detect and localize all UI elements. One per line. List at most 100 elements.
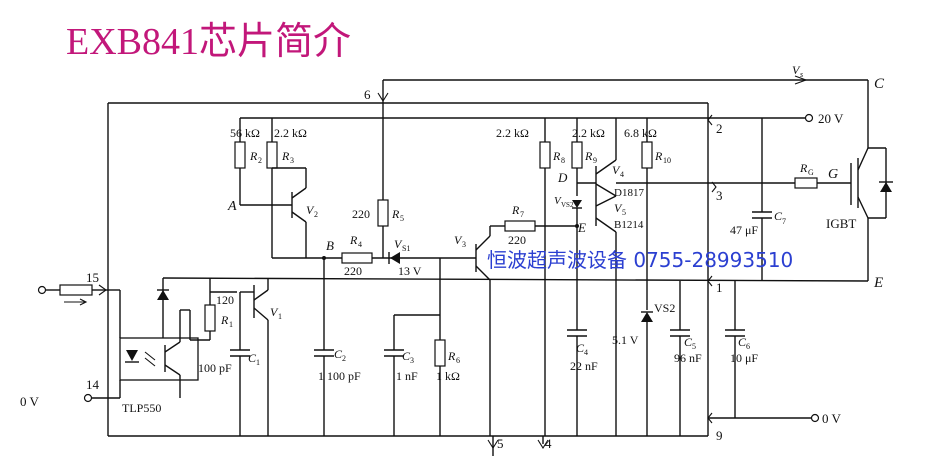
svg-text:220: 220 <box>508 233 526 247</box>
svg-text:R: R <box>511 203 520 217</box>
svg-text:R: R <box>584 149 593 163</box>
node-e: E <box>577 220 586 235</box>
svg-text:4: 4 <box>620 170 624 179</box>
svg-text:120: 120 <box>216 293 234 307</box>
watermark: 恒波超声波设备 0755-28993510 <box>487 248 794 272</box>
svg-text:1: 1 <box>256 358 260 367</box>
svg-text:C: C <box>248 351 257 365</box>
svg-text:22 nF: 22 nF <box>570 359 598 373</box>
svg-text:7: 7 <box>520 210 524 219</box>
svg-text:220: 220 <box>344 264 362 278</box>
svg-text:R: R <box>281 149 290 163</box>
svg-text:D1817: D1817 <box>614 187 644 199</box>
svg-text:C: C <box>334 347 343 361</box>
c7-value: 47 μF <box>730 223 758 237</box>
svg-text:6.8 kΩ: 6.8 kΩ <box>624 126 657 140</box>
diode-d: D V VS2 <box>554 170 582 226</box>
capacitor-c1: C 1 100 pF <box>198 292 260 436</box>
collector-label: C <box>874 76 885 92</box>
vs-sub: s <box>800 70 803 79</box>
svg-text:R: R <box>349 233 358 247</box>
svg-text:V: V <box>270 305 279 319</box>
pin-14: 14 <box>86 377 100 392</box>
svg-text:220: 220 <box>352 207 370 221</box>
svg-text:C: C <box>738 335 747 349</box>
input-diode <box>157 278 169 338</box>
resistor-r10: 6.8 kΩ R 10 <box>624 118 671 281</box>
svg-text:5: 5 <box>622 208 626 217</box>
rail-20v: 20 V <box>708 111 844 126</box>
chip-boundary <box>107 102 709 437</box>
svg-text:R: R <box>249 149 258 163</box>
svg-text:V: V <box>306 203 315 217</box>
pin-5: 5 <box>497 436 504 451</box>
svg-text:2.2 kΩ: 2.2 kΩ <box>274 126 307 140</box>
supply-20v: 20 V <box>818 111 844 126</box>
pin-1: 1 <box>716 280 723 295</box>
svg-text:9: 9 <box>593 156 597 165</box>
svg-text:2.2 kΩ: 2.2 kΩ <box>572 126 605 140</box>
svg-text:5: 5 <box>400 214 404 223</box>
svg-text:2: 2 <box>258 156 262 165</box>
capacitor-c6: C 6 10 μF <box>725 281 758 418</box>
svg-text:1 kΩ: 1 kΩ <box>436 369 460 383</box>
optocoupler-tlp550: TLP550 <box>119 310 199 415</box>
zener-vs1: V S1 13 V <box>388 237 440 278</box>
pin-4: 4 <box>545 436 552 451</box>
gate-drive: R G G <box>616 161 851 189</box>
svg-text:4: 4 <box>584 348 588 357</box>
resistor-r5: 220 R 5 <box>352 103 404 258</box>
node-d: D <box>557 170 568 185</box>
svg-text:R: R <box>799 161 808 175</box>
transistor-v3: V 3 <box>440 226 491 436</box>
optocoupler-label: TLP550 <box>122 401 161 415</box>
svg-text:100 pF: 100 pF <box>198 361 232 375</box>
svg-text:8: 8 <box>561 156 565 165</box>
supply-0v-right: 0 V <box>822 411 842 426</box>
rail-0v-right: 0 V <box>708 411 842 426</box>
pin-15: 15 <box>86 270 99 285</box>
svg-text:5.1 V: 5.1 V <box>612 333 639 347</box>
resistor-r7: R 7 220 E <box>490 203 586 247</box>
capacitor-c3: C 3 1 nF <box>384 258 441 436</box>
svg-text:V: V <box>554 195 562 207</box>
igbt: IGBT E <box>826 147 893 291</box>
svg-text:S1: S1 <box>402 244 410 253</box>
vs-label: V <box>792 63 801 77</box>
pin-3: 3 <box>716 188 723 203</box>
svg-text:G: G <box>808 168 814 177</box>
vs-line: V s C <box>377 63 885 148</box>
gate-label: G <box>828 167 838 182</box>
zener-vs2: VS2 5.1 V <box>612 281 675 436</box>
resistor-r6: R 6 1 kΩ <box>434 315 460 436</box>
svg-text:R: R <box>552 149 561 163</box>
emitter-label: E <box>873 275 883 291</box>
capacitor-c2: C 2 1 100 pF <box>314 258 361 436</box>
svg-text:1 nF: 1 nF <box>396 369 418 383</box>
svg-text:2: 2 <box>314 210 318 219</box>
svg-text:4: 4 <box>358 240 362 249</box>
svg-text:VS2: VS2 <box>654 301 675 315</box>
svg-text:2: 2 <box>342 354 346 363</box>
svg-text:6: 6 <box>456 356 460 365</box>
svg-text:3: 3 <box>410 356 414 365</box>
svg-text:7: 7 <box>782 217 786 226</box>
resistor-r8: 2.2 kΩ R 8 <box>496 118 565 436</box>
capacitor-c7: 47 μF C 7 <box>730 118 786 281</box>
supply-0v-left: 0 V <box>20 394 40 409</box>
svg-text:R: R <box>654 149 663 163</box>
resistor-r3: 2.2 kΩ R 3 <box>266 118 307 258</box>
transistor-v2: A V 2 <box>227 167 318 258</box>
svg-text:B1214: B1214 <box>614 219 644 231</box>
resistor-r2: 56 kΩ R 2 <box>230 118 262 205</box>
input-section: 0 V <box>20 284 121 409</box>
pin-6: 6 <box>364 87 371 102</box>
node-a: A <box>227 199 237 214</box>
svg-text:V: V <box>612 163 621 177</box>
svg-text:1: 1 <box>229 320 233 329</box>
transistor-v5: V 5 B1214 <box>595 195 644 436</box>
svg-text:C: C <box>576 341 585 355</box>
svg-text:C: C <box>402 349 411 363</box>
svg-text:V: V <box>614 201 623 215</box>
